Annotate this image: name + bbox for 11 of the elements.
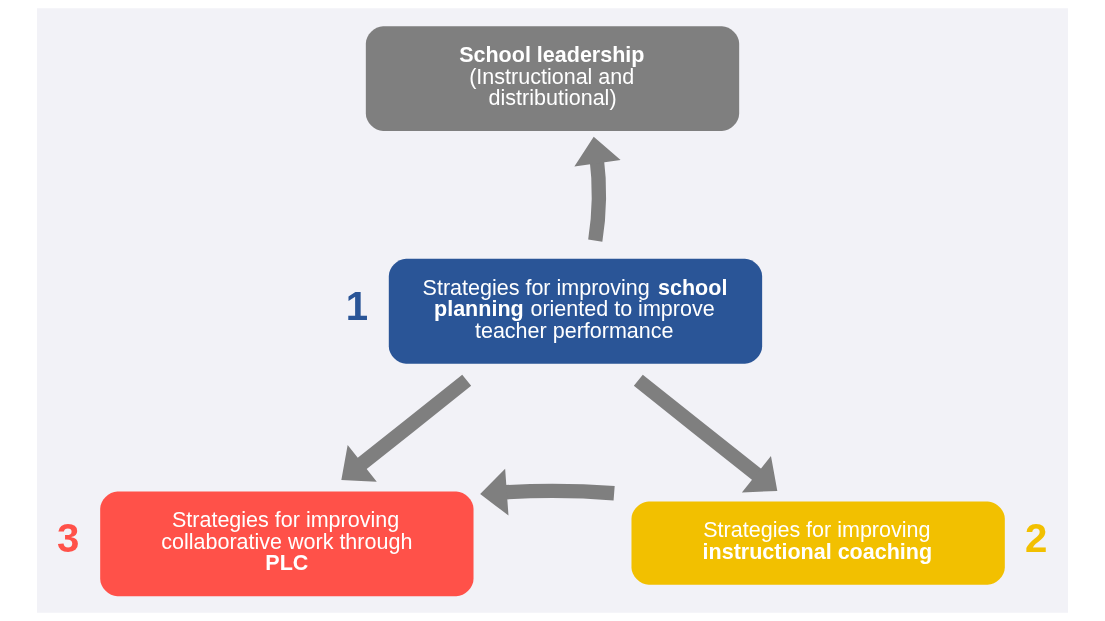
node-box: Strategies for improving instructional coaching (631, 501, 1005, 585)
arrow (480, 468, 615, 516)
node-box: School leadership (Instructional and distributional) (365, 26, 740, 131)
arrow (341, 374, 472, 482)
node-label: 1 (345, 283, 369, 329)
node-box: Strategies for improving school planning oriented to improve teacher performance (388, 258, 763, 364)
node-label: 2 (1024, 515, 1048, 561)
node-box: Strategies for improving collaborative work through PLC (100, 491, 474, 597)
arrow (633, 374, 778, 493)
node-label: 3 (57, 516, 80, 562)
arrow (574, 136, 621, 242)
